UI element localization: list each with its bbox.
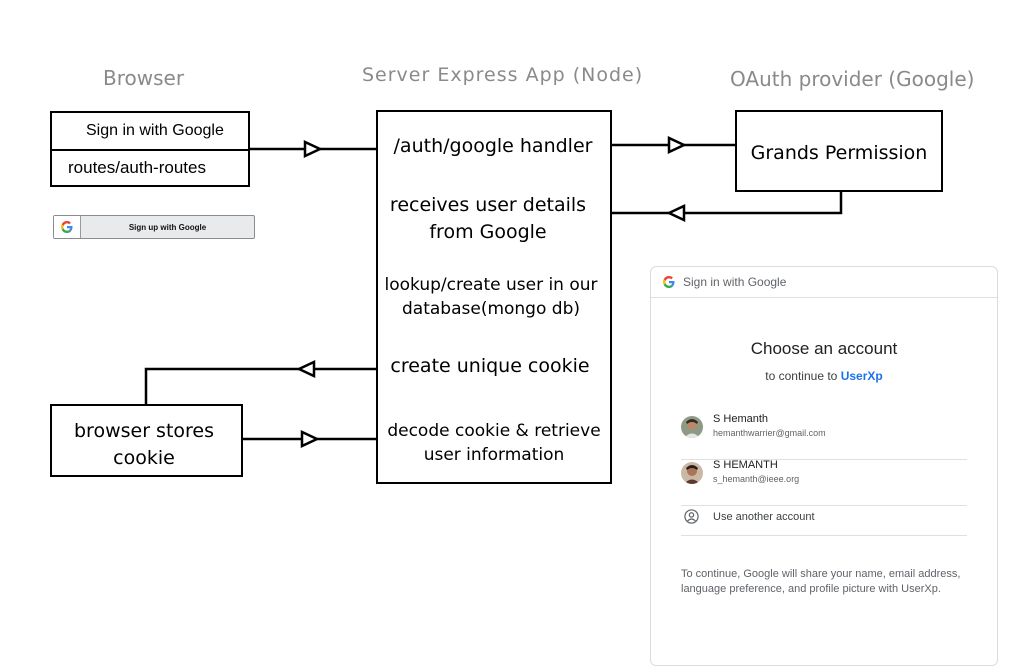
avatar <box>681 416 703 438</box>
browser-stores-cookie-label: browser stores cookie <box>73 420 214 469</box>
account-name: S HEMANTH <box>713 459 778 471</box>
receives-details-step: receives user details from Google <box>389 194 587 243</box>
arrow-to-oauth <box>667 136 687 154</box>
server-box <box>376 110 612 484</box>
app-name-link[interactable]: UserXp <box>840 369 883 383</box>
account-name: S Hemanth <box>713 413 769 425</box>
account-circle-icon <box>684 509 699 529</box>
choose-account-title: Choose an account <box>750 339 898 358</box>
account-chooser-header-text: Sign in with Google <box>683 275 787 289</box>
decode-cookie-step: decode cookie & retrieve user informatio… <box>387 421 601 465</box>
oauth-column-title: OAuth provider (Google) <box>730 67 975 91</box>
browser-box: Sign in with Google routes/auth-routes <box>50 111 250 187</box>
signup-with-google-button[interactable]: Sign up with Google <box>53 215 255 239</box>
arrow-to-handler <box>303 140 323 158</box>
browser-stores-cookie-box: browser stores cookie <box>50 404 243 477</box>
google-handler-step: /auth/google handler <box>393 135 593 157</box>
lookup-create-user-step: lookup/create user in our database(mongo… <box>384 275 598 319</box>
google-g-icon <box>663 275 675 293</box>
grands-permission-label: Grands Permission <box>750 142 928 164</box>
create-cookie-step: create unique cookie <box>390 355 590 377</box>
account-email: s_hemanth@ieee.org <box>713 474 800 484</box>
google-g-icon <box>54 216 81 238</box>
use-another-account-label: Use another account <box>713 511 815 523</box>
browser-column-title: Browser <box>103 66 185 90</box>
account-item[interactable]: S Hemanth hemanthwarrier@gmail.com <box>681 413 967 460</box>
arrow-to-receives <box>666 204 686 222</box>
account-email: hemanthwarrier@gmail.com <box>713 428 826 438</box>
signin-with-google-label[interactable]: Sign in with Google <box>86 122 224 139</box>
oauth-permission-box: Grands Permission <box>735 110 943 192</box>
auth-routes-label: routes/auth-routes <box>68 158 206 177</box>
arrow-to-browser-store <box>296 360 316 378</box>
browser-box-divider <box>52 149 248 151</box>
use-another-account-row[interactable] <box>681 505 967 536</box>
server-column-title: Server Express App (Node) <box>362 64 644 86</box>
arrow-to-decode <box>300 430 320 448</box>
privacy-notice: To continue, Google will share your name… <box>681 568 961 595</box>
google-account-chooser: Sign in with Google Choose an account to… <box>650 266 998 666</box>
account-chooser-header: Sign in with Google <box>651 267 997 298</box>
signup-button-label: Sign up with Google <box>128 222 207 232</box>
continue-to-text: to continue to UserXp <box>651 369 997 383</box>
account-item[interactable]: S HEMANTH s_hemanth@ieee.org <box>681 459 967 506</box>
avatar <box>681 462 703 484</box>
continue-prefix: to continue to <box>765 369 838 383</box>
